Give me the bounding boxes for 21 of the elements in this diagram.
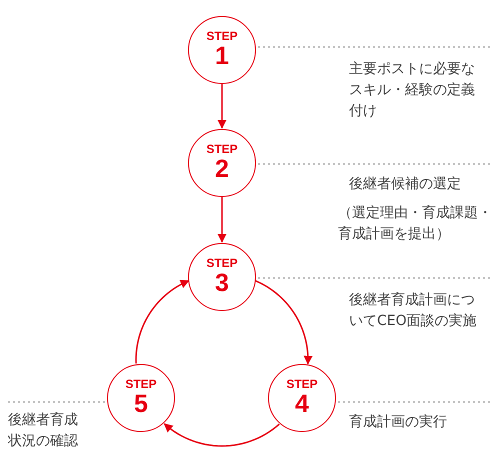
step-number: 5 [133, 390, 149, 418]
arrow [255, 280, 313, 365]
step-description: 主要ポストに必要なスキル・経験の定義付け [349, 60, 476, 121]
arrow [135, 280, 190, 364]
step-label: STEP [205, 142, 239, 156]
arrow [218, 197, 226, 243]
arrow [164, 423, 280, 447]
step-description: 後継者育成計画についてCEO面談の実施 [349, 291, 478, 331]
step-label: STEP [205, 29, 239, 43]
arrow [218, 84, 226, 129]
step-number: 4 [294, 390, 310, 418]
step-label: STEP [285, 377, 319, 391]
step-description: 後継者育成状況の確認 [8, 411, 79, 451]
step-label: STEP [124, 377, 158, 391]
step-description: 育成計画の実行 [349, 413, 448, 432]
step-description: （選定理由・育成課題・育成計画を提出） [338, 204, 493, 244]
step-description: 後継者候補の選定 [349, 175, 462, 194]
step-number: 2 [214, 155, 230, 183]
step-number: 1 [214, 42, 230, 70]
step-number: 3 [214, 269, 230, 297]
step-label: STEP [205, 256, 239, 270]
